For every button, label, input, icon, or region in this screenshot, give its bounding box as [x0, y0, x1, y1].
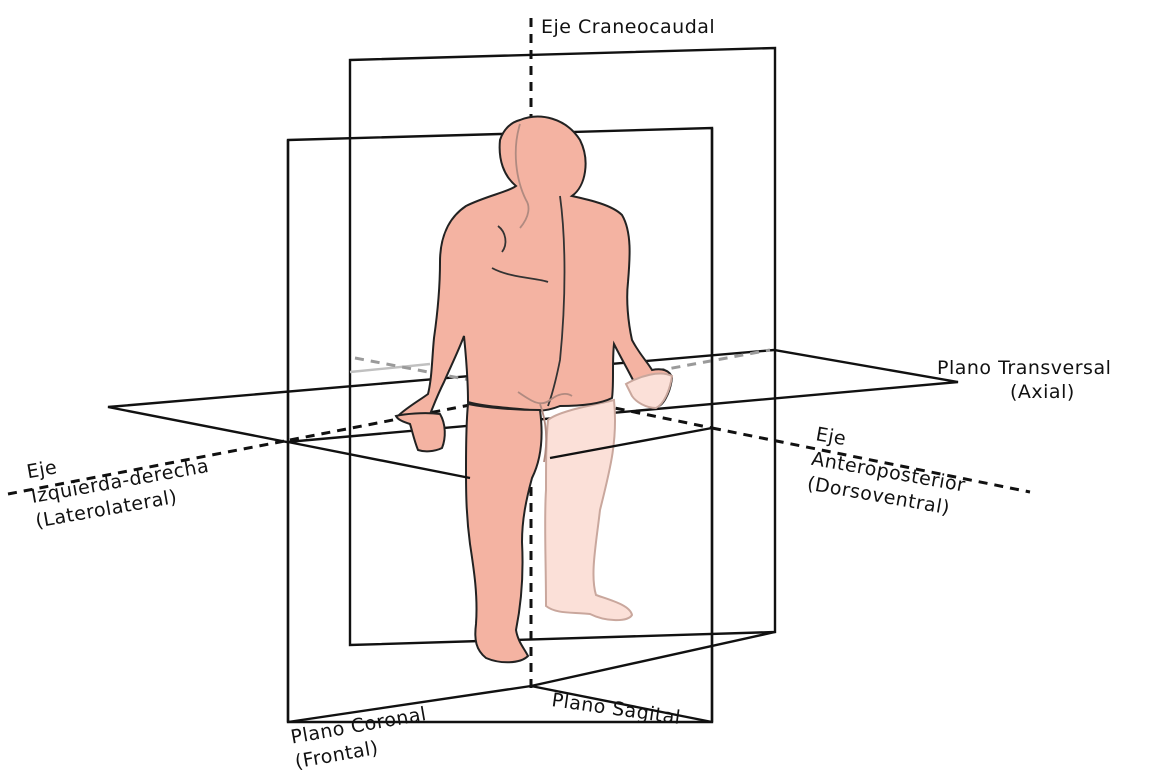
human-figure [396, 117, 672, 663]
right-leg [545, 400, 632, 620]
label-antero-group: Eje Anteroposterior (Dorsoventral) [805, 423, 971, 521]
label-izq-der-1: Eje [25, 456, 59, 483]
sagittal-plane-bottom-edge [531, 632, 775, 686]
torso-and-head [398, 117, 672, 418]
label-transversal-1: Plano Transversal [937, 357, 1111, 379]
label-antero-1: Eje [814, 423, 848, 450]
label-transversal-2: (Axial) [1010, 381, 1075, 403]
label-izq-der-group: Eje Izquierda-derecha (Laterolateral) [25, 430, 215, 532]
label-craneocaudal: Eje Craneocaudal [541, 16, 715, 38]
label-coronal-group: Plano Coronal (Frontal) [289, 703, 433, 770]
